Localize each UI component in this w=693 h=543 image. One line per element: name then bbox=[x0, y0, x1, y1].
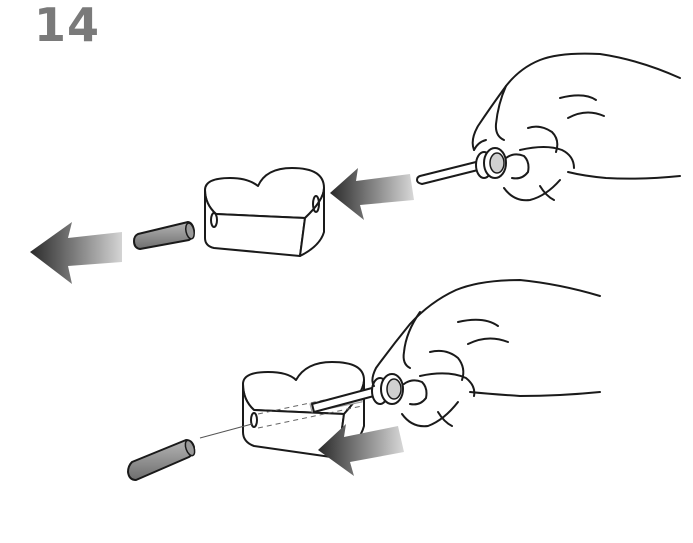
eject-arrow-icon bbox=[30, 222, 122, 284]
top-panel bbox=[30, 54, 680, 284]
hand-icon bbox=[372, 280, 600, 426]
pin-icon bbox=[134, 222, 196, 249]
pin-icon bbox=[128, 439, 196, 480]
bottom-panel bbox=[128, 280, 600, 480]
heart-clasp-icon bbox=[205, 168, 324, 256]
push-arrow-icon bbox=[330, 168, 414, 220]
screwdriver-icon bbox=[417, 148, 506, 184]
hand-icon bbox=[473, 54, 680, 201]
